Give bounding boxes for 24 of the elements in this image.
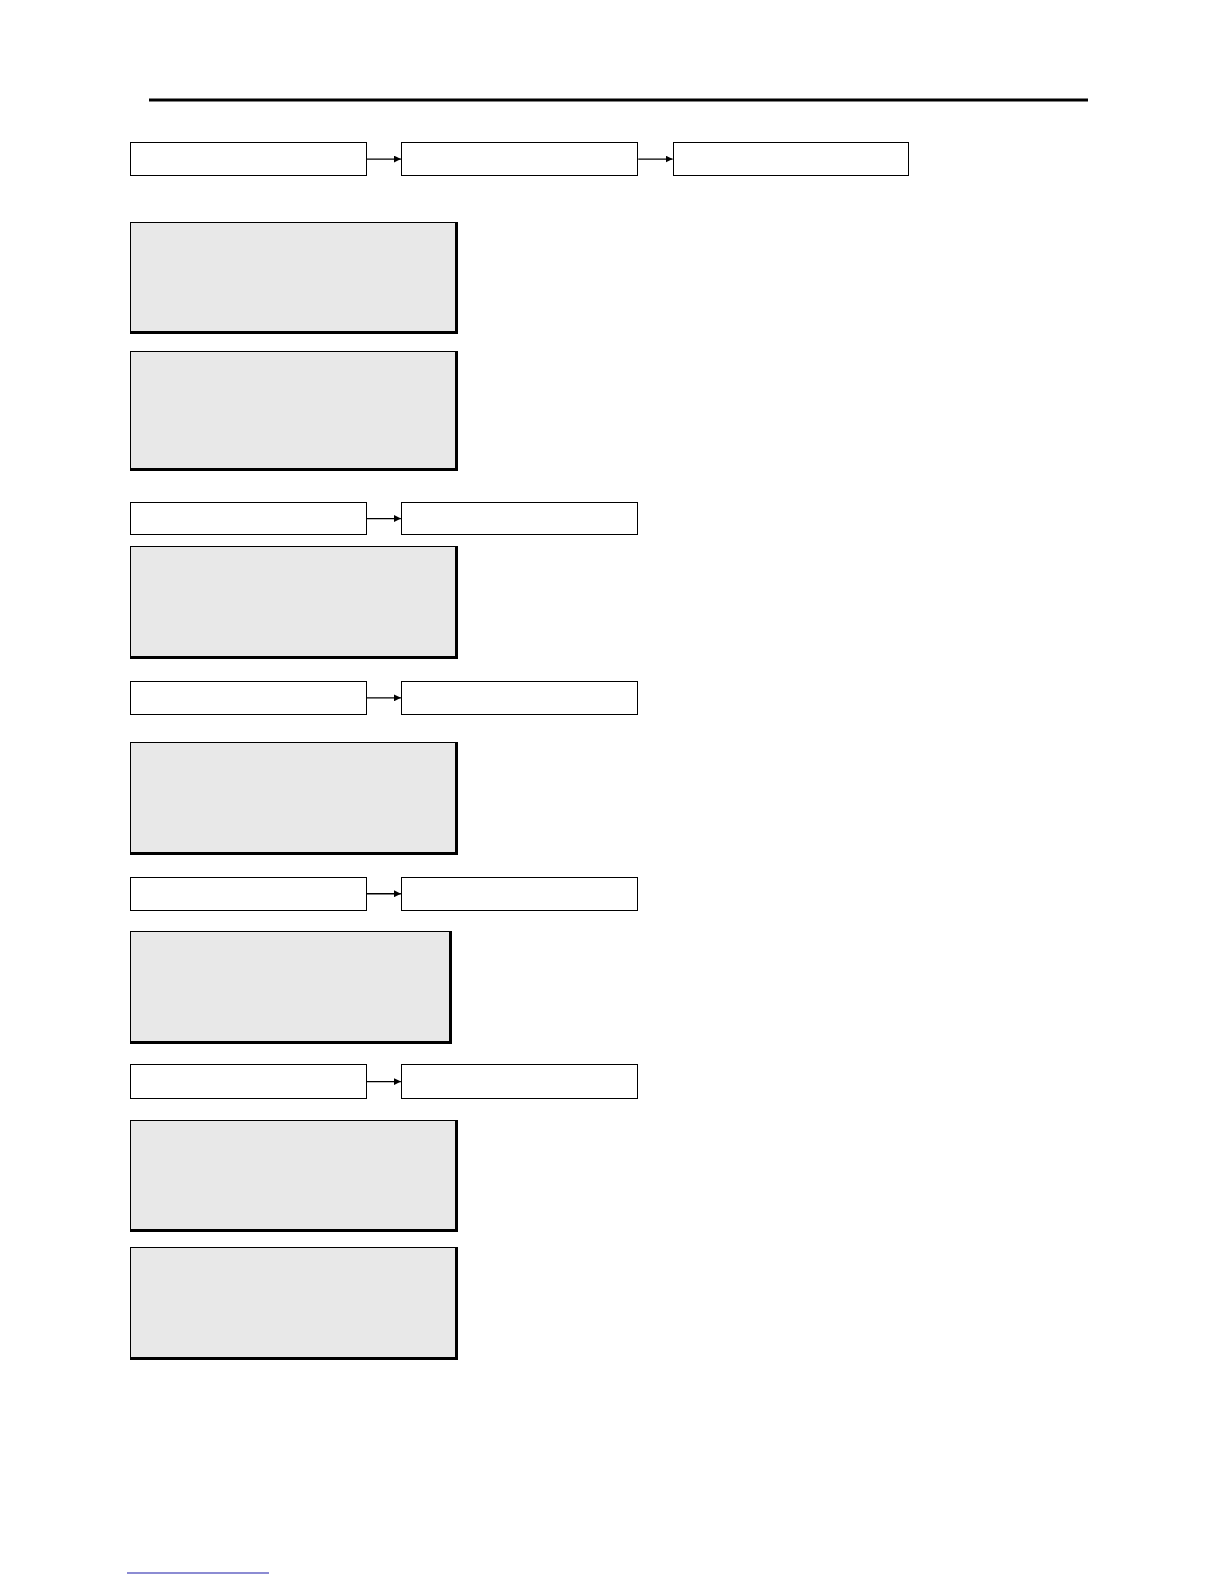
shaded-panel <box>130 1119 459 1233</box>
arrow <box>365 890 402 898</box>
shaded-panel <box>130 351 459 471</box>
process-box <box>130 680 367 715</box>
process-box <box>400 876 639 911</box>
process-box <box>130 501 367 536</box>
arrow <box>365 515 402 523</box>
arrow <box>365 155 402 163</box>
shaded-panel <box>130 742 459 856</box>
process-box <box>130 1064 367 1099</box>
process-box <box>400 1064 639 1099</box>
arrow <box>365 1078 402 1086</box>
process-box <box>400 501 639 536</box>
process-box <box>130 142 367 176</box>
process-box <box>130 876 367 911</box>
arrow <box>365 694 402 702</box>
shaded-panel <box>130 1247 459 1361</box>
process-box <box>672 142 909 176</box>
shaded-panel <box>130 931 453 1045</box>
arrow <box>637 155 674 163</box>
process-box <box>400 680 639 715</box>
shaded-panel <box>130 222 459 335</box>
shaded-panel <box>130 546 459 660</box>
process-box <box>400 142 639 176</box>
